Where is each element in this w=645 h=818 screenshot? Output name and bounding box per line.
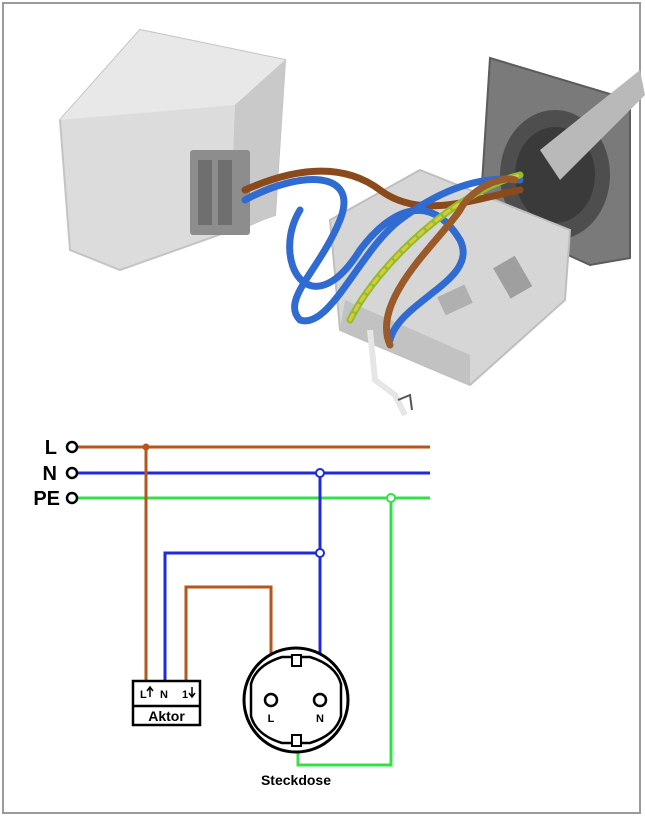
aktor-pin-n: N [160, 689, 168, 701]
terminal-n-label: N [43, 463, 57, 485]
socket-pin-l-hole [263, 692, 279, 708]
socket-pin-l-label: L [268, 713, 275, 725]
neutral-junction-top [315, 468, 325, 478]
aktor-pin-l-arrow-icon [146, 685, 154, 697]
neutral-junction-mid [315, 548, 325, 558]
terminal-pe-label: PE [33, 488, 60, 510]
terminal-l-label: L [45, 437, 57, 459]
aktor-block: L N 1 Aktor [131, 679, 202, 727]
aktor-pin-1: 1 [182, 689, 188, 701]
socket-pin-n-hole [312, 692, 328, 708]
aktor-pin-1-arrow-icon [188, 687, 196, 699]
terminal-n-circle [65, 466, 79, 480]
neutral-wire-aktor [163, 551, 320, 681]
wiring-photo-icon [58, 28, 645, 417]
socket-earth-clip-bottom [291, 734, 302, 747]
terminal-pe-circle [65, 491, 79, 505]
switched-wire [184, 585, 273, 700]
phase-junction [142, 443, 150, 451]
schematic: L N PE L N 1 Aktor [33, 437, 430, 788]
socket-symbol: L N [242, 646, 350, 754]
earth-junction [386, 493, 396, 503]
terminal-l-circle [65, 440, 79, 454]
socket-caption: Steckdose [261, 772, 331, 788]
aktor-title: Aktor [148, 708, 185, 724]
socket-inner-face [249, 655, 343, 745]
socket-pin-n-label: N [316, 713, 324, 725]
aktor-pin-l: L [140, 689, 147, 701]
earth-wire [296, 498, 393, 767]
socket-earth-clip-top [291, 654, 302, 667]
